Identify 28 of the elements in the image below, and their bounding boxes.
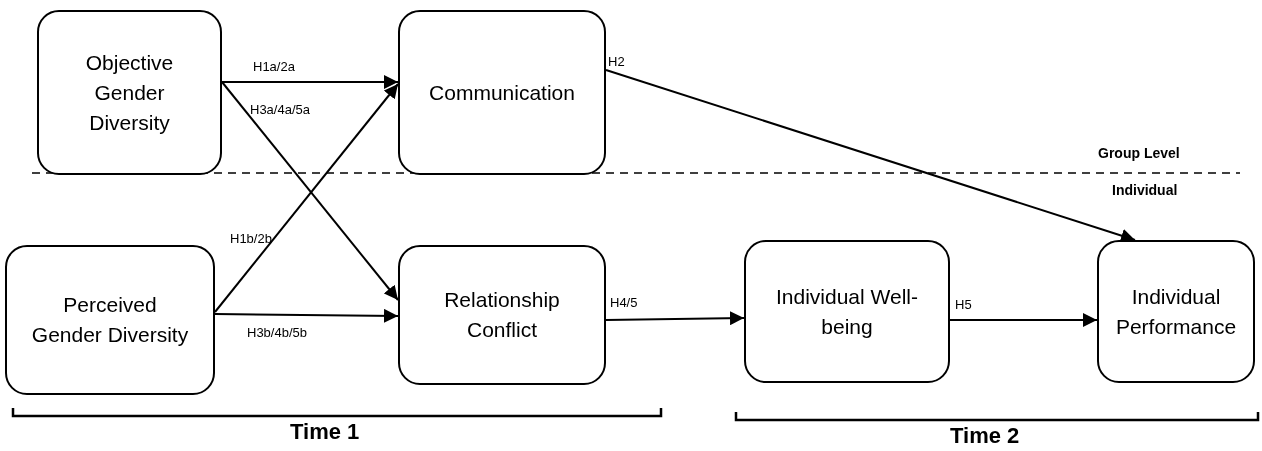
node-label: Objective Gender Diversity — [84, 49, 175, 136]
process-box — [398, 10, 606, 175]
edge-label: H4/5 — [610, 296, 638, 309]
edge-label: H5 — [955, 298, 972, 311]
process-box — [398, 245, 606, 385]
node-label: Individual Well-being — [775, 283, 919, 340]
process-box — [5, 245, 215, 395]
node-label: Perceived Gender Diversity — [31, 292, 189, 348]
time-label: Time 2 — [950, 425, 1020, 447]
node-label: Individual Performance — [1114, 283, 1238, 340]
edge-label: H2 — [608, 55, 625, 68]
arrow — [221, 75, 399, 89]
node-label: Relationship Conflict — [443, 287, 561, 343]
time-label: Time 1 — [290, 421, 360, 443]
arrow — [214, 308, 399, 323]
node-label: Communication — [429, 79, 575, 106]
edge-label: H1a/2a — [253, 60, 295, 73]
arrow — [605, 311, 745, 326]
process-box — [744, 240, 950, 383]
process-box — [37, 10, 222, 175]
edge-label: H3a/4a/5a — [250, 103, 310, 116]
arrow — [605, 69, 1136, 243]
level-label: Group Level — [1098, 146, 1180, 160]
edge-label: H1b/2b — [230, 232, 272, 245]
edge-label: H3b/4b/5b — [247, 326, 307, 339]
process-box — [1097, 240, 1255, 383]
arrow — [949, 313, 1098, 327]
level-label: Individual — [1112, 183, 1178, 197]
